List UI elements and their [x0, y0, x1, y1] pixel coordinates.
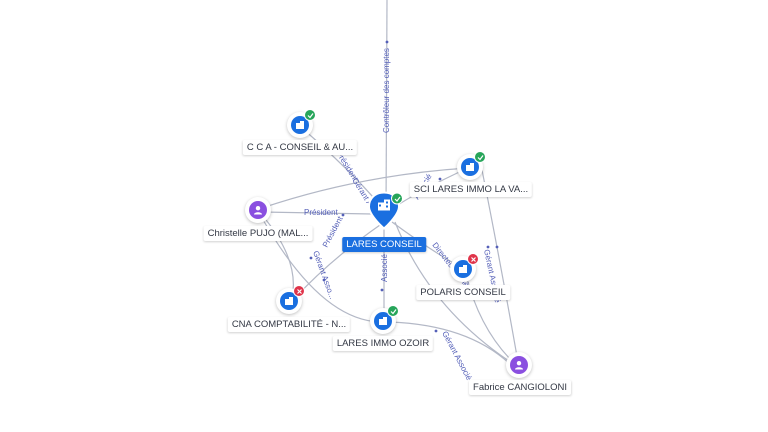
node-label-fabrice[interactable]: Fabrice CANGIOLONI [469, 380, 571, 395]
building-icon [280, 292, 298, 310]
edge-arrow-mark [434, 329, 438, 333]
edge-arrow-mark [385, 40, 389, 44]
building-icon [461, 158, 479, 176]
node-cca[interactable] [287, 109, 316, 138]
edge-christelle-lares [261, 211, 373, 215]
cross-badge-icon [467, 253, 479, 265]
edge-christelle-sci [261, 167, 469, 209]
edge-label-controleur: Contrôleur des comptes [382, 48, 391, 133]
edge-arrow-mark [486, 245, 490, 249]
node-label-lares-ozoir[interactable]: LARES IMMO OZOIR [332, 336, 434, 351]
check-badge-icon [391, 192, 403, 205]
edge-arrow-mark [380, 288, 384, 292]
check-badge-icon [304, 109, 316, 121]
edge-arrow-mark [322, 278, 326, 282]
person-icon [249, 201, 267, 219]
edge-arrow-mark [438, 177, 442, 181]
node-lares-conseil[interactable] [367, 191, 403, 236]
edge-arrow-mark [309, 256, 313, 260]
edge-label-gerant-christelle: Gérant Asso... [311, 250, 337, 301]
node-lares-ozoir[interactable] [370, 305, 399, 334]
check-badge-icon [387, 305, 399, 317]
check-badge-icon [474, 151, 486, 163]
node-christelle[interactable] [245, 197, 271, 223]
edge-arrow-mark [341, 213, 345, 217]
edge-arrow-mark [495, 245, 499, 249]
node-label-sci-lares[interactable]: SCI LARES IMMO LA VA... [409, 182, 533, 197]
node-cna[interactable] [276, 285, 305, 314]
person-icon [510, 356, 528, 374]
node-polaris[interactable] [450, 253, 479, 282]
edge-label-associe-ozoir: Associé [380, 253, 389, 282]
node-fabrice[interactable] [506, 352, 532, 378]
node-label-polaris[interactable]: POLARIS CONSEIL [416, 285, 510, 300]
edge-ozoir-fabrice [389, 321, 513, 367]
node-label-lares-conseil[interactable]: LARES CONSEIL [342, 237, 426, 252]
node-sci-lares[interactable] [457, 151, 486, 180]
node-label-cca[interactable]: C C A - CONSEIL & AU... [242, 140, 358, 155]
cross-badge-icon [293, 285, 305, 297]
node-label-christelle[interactable]: Christelle PUJO (MAL... [203, 226, 313, 241]
building-icon [454, 260, 472, 278]
node-label-cna[interactable]: CNA COMPTABILITÉ - N... [227, 317, 351, 332]
edge-label-president-christelle: Président [304, 208, 339, 217]
building-icon [374, 312, 392, 330]
building-icon [291, 116, 309, 134]
